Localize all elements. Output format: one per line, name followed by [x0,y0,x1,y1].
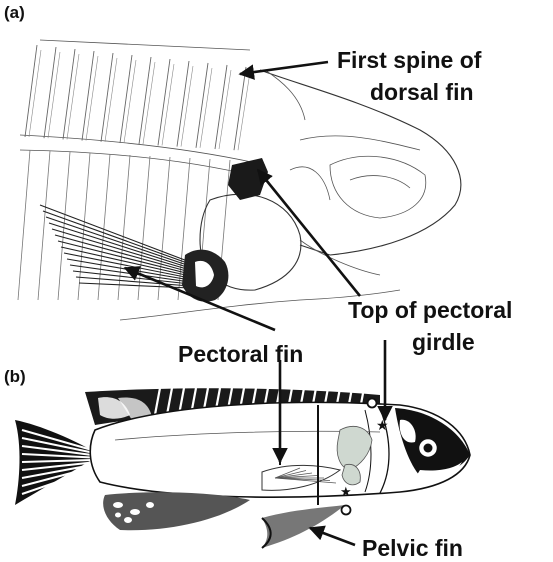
label-first-spine-line2: dorsal fin [370,79,474,105]
rib [38,151,50,300]
label-pelvic-fin: Pelvic fin [362,535,463,561]
landmark-star-top: ★ [376,418,389,434]
panel-a-tag: (a) [4,3,25,22]
panel-b-fish: ★ ★ [15,388,470,548]
landmark-star-lower: ★ [340,485,352,500]
rib [118,155,130,300]
neural-spines [25,45,250,150]
pectoral-girdle-top [228,158,268,200]
landmark-circle-top [368,399,377,408]
arrow-first-spine [240,62,328,74]
pectoral-fin-ray [76,277,190,286]
label-pectoral-fin: Pectoral fin [178,341,303,367]
arrow-top-pectoral [258,170,360,296]
pectoral-fin-ray [49,223,190,268]
label-top-pectoral-line1: Top of pectoral [348,297,512,323]
rib [18,150,30,300]
label-first-spine-line1: First spine of [337,47,482,73]
pectoral-fin-ray [40,205,190,262]
label-top-pectoral-line2: girdle [412,329,475,355]
landmark-circle-pelvic [342,506,351,515]
panel-b-tag: (b) [4,367,26,386]
arrow-pelvic-fin [310,528,355,545]
pectoral-fin-ray [55,235,190,272]
rib [98,154,110,300]
anal-fin [103,492,250,530]
pelvic-fin [262,505,345,548]
vertebral-column [20,135,265,165]
